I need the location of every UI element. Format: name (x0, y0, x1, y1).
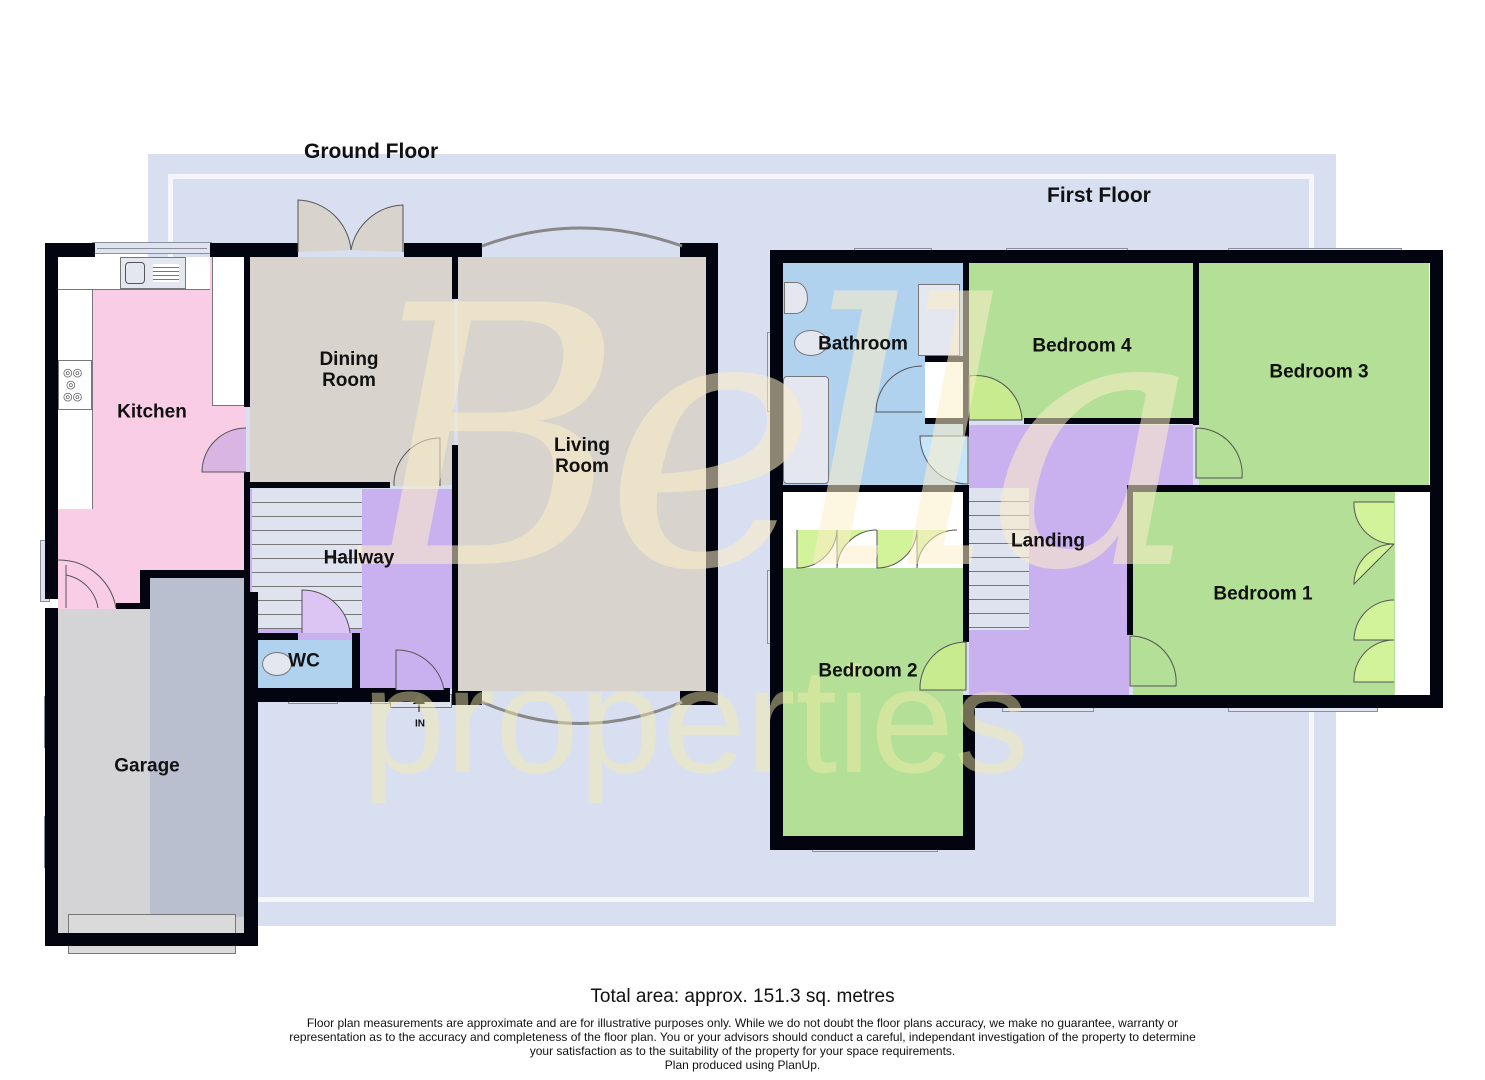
entrance-label: IN (415, 718, 425, 730)
room-label-wc: WC (288, 650, 320, 672)
wall (45, 243, 95, 257)
wall (244, 472, 250, 592)
disclaimer-line: representation as to the accuracy and co… (289, 1030, 1196, 1044)
sink-icon (125, 262, 145, 284)
room-label-bathroom: Bathroom (818, 333, 908, 355)
wc-toilet (262, 652, 292, 676)
wall (146, 570, 250, 578)
wall (452, 445, 458, 705)
drainer-icon (153, 264, 179, 282)
room-living-room[interactable] (458, 257, 708, 691)
room-label-bedroom-2: Bedroom 2 (818, 660, 918, 682)
bathroom-basin (784, 282, 808, 314)
wall (250, 633, 298, 640)
wall (963, 695, 975, 850)
wall (45, 243, 58, 599)
window (92, 242, 212, 254)
wall (925, 418, 969, 424)
room-label-landing: Landing (1011, 530, 1085, 552)
wall (352, 633, 360, 691)
wall (963, 263, 969, 437)
first-stairs (969, 488, 1029, 630)
wall (963, 695, 1443, 708)
wall (925, 356, 963, 362)
bedroom-1-wardrobe (1396, 492, 1430, 688)
room-bedroom-1[interactable] (1133, 492, 1395, 696)
room-label-kitchen: Kitchen (117, 401, 187, 423)
produced-by: Plan produced using PlanUp. (664, 1058, 821, 1072)
kitchen-sink (120, 257, 186, 289)
wall (250, 688, 450, 702)
wall (404, 243, 482, 257)
wall (244, 257, 250, 407)
room-label-bedroom-3: Bedroom 3 (1269, 361, 1369, 383)
wall (783, 485, 969, 492)
bedroom-2-wardrobe (783, 492, 963, 568)
wall (1193, 263, 1199, 425)
wall (452, 691, 482, 705)
wall (452, 257, 458, 299)
wall (770, 250, 1443, 263)
shower-tray (918, 284, 960, 356)
wall (45, 608, 58, 946)
room-label-garage: Garage (114, 755, 180, 777)
wall (210, 243, 298, 257)
wall (140, 570, 150, 608)
bathroom-cupboard (925, 362, 963, 418)
room-landing[interactable] (969, 425, 1193, 485)
disclaimer-line: your satisfaction as to the suitability … (529, 1044, 956, 1058)
wall (1127, 485, 1133, 635)
garage-inner-shade (150, 577, 246, 917)
wall (250, 482, 390, 488)
disclaimer-line: Floor plan measurements are approximate … (306, 1016, 1179, 1030)
kitchen-counter-right (212, 257, 247, 406)
wall (1024, 418, 1199, 424)
first-floor-title: First Floor (1047, 184, 1151, 207)
room-label-dining-room: Dining Room (319, 349, 378, 391)
room-label-hallway: Hallway (323, 547, 395, 569)
wall (1127, 485, 1443, 492)
total-area: Total area: approx. 151.3 sq. metres (590, 986, 895, 1007)
wall (244, 592, 258, 946)
room-label-living-room: Living Room (554, 435, 610, 477)
wall (770, 836, 975, 850)
wall (680, 691, 718, 705)
room-label-line: Room (555, 456, 609, 477)
bath-tub (783, 376, 829, 484)
room-label-line: Living (554, 435, 610, 456)
wall (45, 933, 257, 946)
room-label-bedroom-1: Bedroom 1 (1213, 583, 1313, 605)
wall (706, 243, 718, 705)
wall (770, 250, 783, 850)
ground-floor-title: Ground Floor (304, 140, 439, 163)
bathroom-toilet (794, 330, 828, 356)
wall (116, 603, 150, 609)
room-label-bedroom-4: Bedroom 4 (1032, 335, 1132, 357)
wall (1430, 250, 1443, 708)
wall (963, 492, 969, 642)
kitchen-hob: ◎◎ ◎◎◎ (58, 360, 92, 410)
room-label-line: Room (322, 370, 376, 391)
hob-icon: ◎◎ ◎◎◎ (63, 367, 83, 403)
room-label-line: Dining (319, 349, 379, 370)
